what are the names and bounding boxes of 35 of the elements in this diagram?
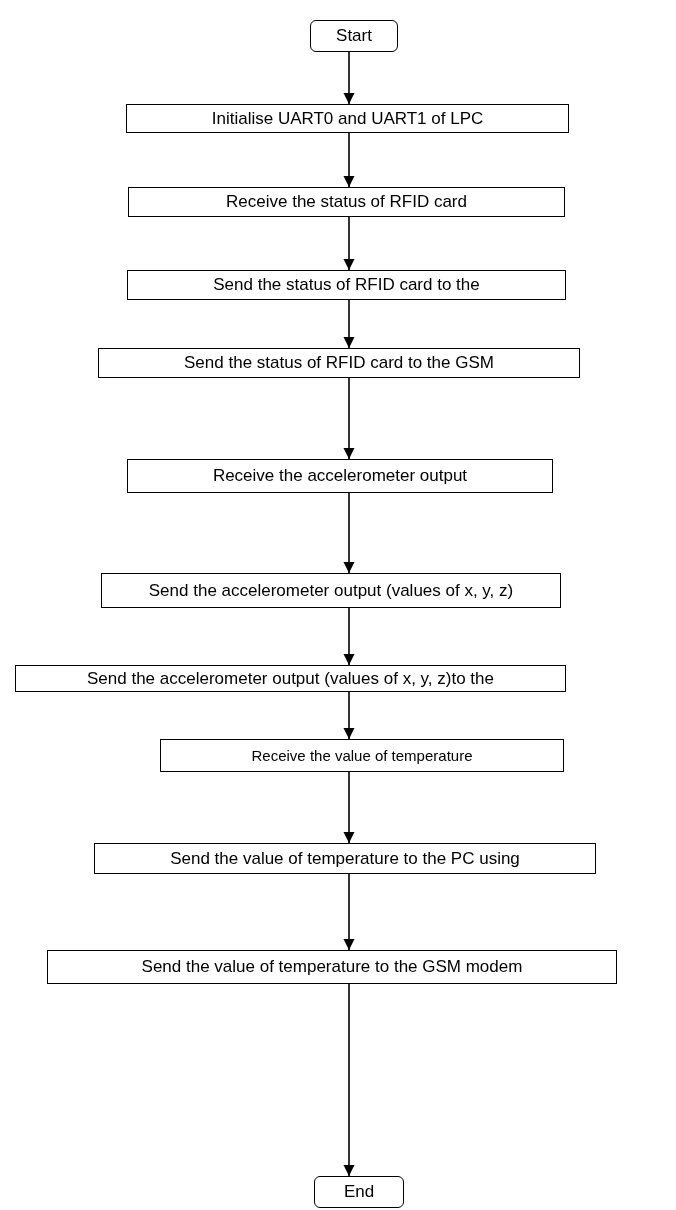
- step-text: Send the accelerometer output (values of x, y, z)to the: [87, 668, 494, 689]
- step-text: Receive the accelerometer output: [212, 466, 468, 486]
- process-box: [128, 187, 565, 217]
- process-box: [15, 665, 566, 692]
- step-text: Start: [336, 26, 372, 46]
- step-text: Receive the value of temperature: [251, 747, 473, 764]
- arrow: [343, 51, 355, 105]
- step-text: End: [343, 1182, 375, 1202]
- step-text: Initialise UART0 and UART1 of LPC: [211, 108, 484, 129]
- step-text: Send the status of RFID card to the GSM: [184, 353, 494, 373]
- process-box: [47, 950, 617, 984]
- arrow: [343, 132, 355, 188]
- arrow: [343, 983, 355, 1177]
- arrow: [343, 691, 355, 740]
- arrow: [343, 299, 355, 349]
- arrow: [343, 492, 355, 574]
- arrow: [343, 607, 355, 666]
- step-text: Send the value of temperature to the GSM modem: [141, 957, 523, 977]
- step-text: Receive the status of RFID card: [226, 192, 467, 212]
- process-box: [160, 739, 564, 772]
- process-box: [127, 270, 566, 300]
- process-box: [127, 459, 553, 493]
- arrow: [343, 216, 355, 271]
- process-box: [94, 843, 596, 874]
- step-text: Send the accelerometer output (values of x, y, z): [148, 580, 514, 601]
- arrow: [343, 873, 355, 951]
- arrow: [343, 771, 355, 844]
- process-box: [101, 573, 561, 608]
- step-text: Send the value of temperature to the PC using: [170, 848, 520, 869]
- process-box: [126, 104, 569, 133]
- step-text: Send the status of RFID card to the: [213, 275, 480, 295]
- process-box: [98, 348, 580, 378]
- arrow: [343, 377, 355, 460]
- terminal-box: [314, 1176, 404, 1208]
- terminal-box: [310, 20, 398, 52]
